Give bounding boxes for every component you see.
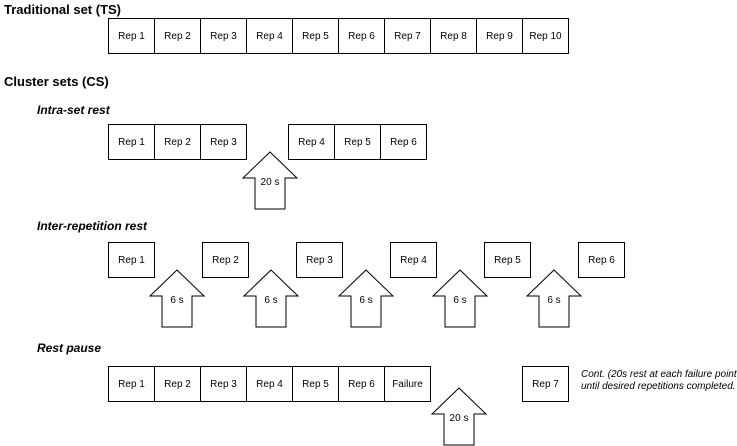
- rep-box: Rep 7: [522, 366, 569, 402]
- rep-box: Rep 1: [108, 242, 155, 278]
- rep-cell: Rep 10: [522, 18, 569, 54]
- failure-cell: Failure: [384, 366, 431, 402]
- rep-cell: Rep 2: [154, 366, 201, 402]
- rest-arrow-icon: 6 s: [242, 269, 300, 328]
- intra-set-rest-heading: Intra-set rest: [37, 103, 110, 117]
- rep-cell: Rep 6: [380, 124, 427, 160]
- rep-box: Rep 6: [578, 242, 625, 278]
- intra-set-group-1: Rep 1 Rep 2 Rep 3: [108, 124, 247, 160]
- rest-arrow-icon: 6 s: [337, 269, 395, 328]
- rep-cell: Rep 1: [108, 18, 155, 54]
- rep-cell: Rep 2: [154, 18, 201, 54]
- rep-cell: Rep 3: [200, 124, 247, 160]
- rest-duration-label: 6 s: [547, 295, 560, 306]
- rep-cell: Rep 5: [334, 124, 381, 160]
- rep-box: Rep 5: [484, 242, 531, 278]
- note-line-1: Cont. (20s rest at each failure point: [581, 369, 737, 380]
- rep-cell: Rep 4: [246, 366, 293, 402]
- rest-pause-row: Rep 1 Rep 2 Rep 3 Rep 4 Rep 5 Rep 6 Fail…: [108, 366, 431, 402]
- rep-cell: Rep 9: [476, 18, 523, 54]
- rep-cell: Rep 8: [430, 18, 477, 54]
- inter-repetition-rest-heading: Inter-repetition rest: [37, 219, 148, 233]
- rep-cell: Rep 7: [384, 18, 431, 54]
- intra-set-group-2: Rep 4 Rep 5 Rep 6: [288, 124, 427, 160]
- traditional-set-row: Rep 1 Rep 2 Rep 3 Rep 4 Rep 5 Rep 6 Rep …: [108, 18, 569, 54]
- rest-arrow-icon: 20 s: [430, 387, 488, 446]
- rest-arrow-icon: 6 s: [525, 269, 583, 328]
- rest-duration-label: 6 s: [453, 295, 466, 306]
- rep-cell: Rep 1: [108, 366, 155, 402]
- rest-pause-heading: Rest pause: [37, 341, 102, 355]
- rep-cell: Rep 3: [200, 366, 247, 402]
- rest-arrow-icon: 6 s: [148, 269, 206, 328]
- note-line-2: until desired repetitions completed.: [581, 381, 736, 392]
- rest-duration-label: 20 s: [450, 413, 469, 424]
- rep-cell: Rep 5: [292, 366, 339, 402]
- rep-box: Rep 3: [296, 242, 343, 278]
- rep-cell: Rep 4: [246, 18, 293, 54]
- rep-cell: Rep 5: [292, 18, 339, 54]
- rep-cell: Rep 4: [288, 124, 335, 160]
- rest-duration-label: 6 s: [359, 295, 372, 306]
- rep-box: Rep 2: [202, 242, 249, 278]
- rep-cell: Rep 6: [338, 18, 385, 54]
- rep-box: Rep 4: [390, 242, 437, 278]
- rest-duration-label: 6 s: [264, 295, 277, 306]
- rep-cell: Rep 6: [338, 366, 385, 402]
- rest-duration-label: 20 s: [261, 177, 280, 188]
- continuation-note: Cont. (20s rest at each failure point un…: [581, 369, 737, 393]
- rep-cell: Rep 1: [108, 124, 155, 160]
- rest-arrow-icon: 6 s: [431, 269, 489, 328]
- traditional-set-heading: Traditional set (TS): [4, 2, 122, 17]
- cluster-sets-heading: Cluster sets (CS): [4, 74, 109, 89]
- rest-arrow-icon: 20 s: [241, 151, 299, 210]
- rep-cell: Rep 3: [200, 18, 247, 54]
- rep-cell: Rep 2: [154, 124, 201, 160]
- rest-duration-label: 6 s: [170, 295, 183, 306]
